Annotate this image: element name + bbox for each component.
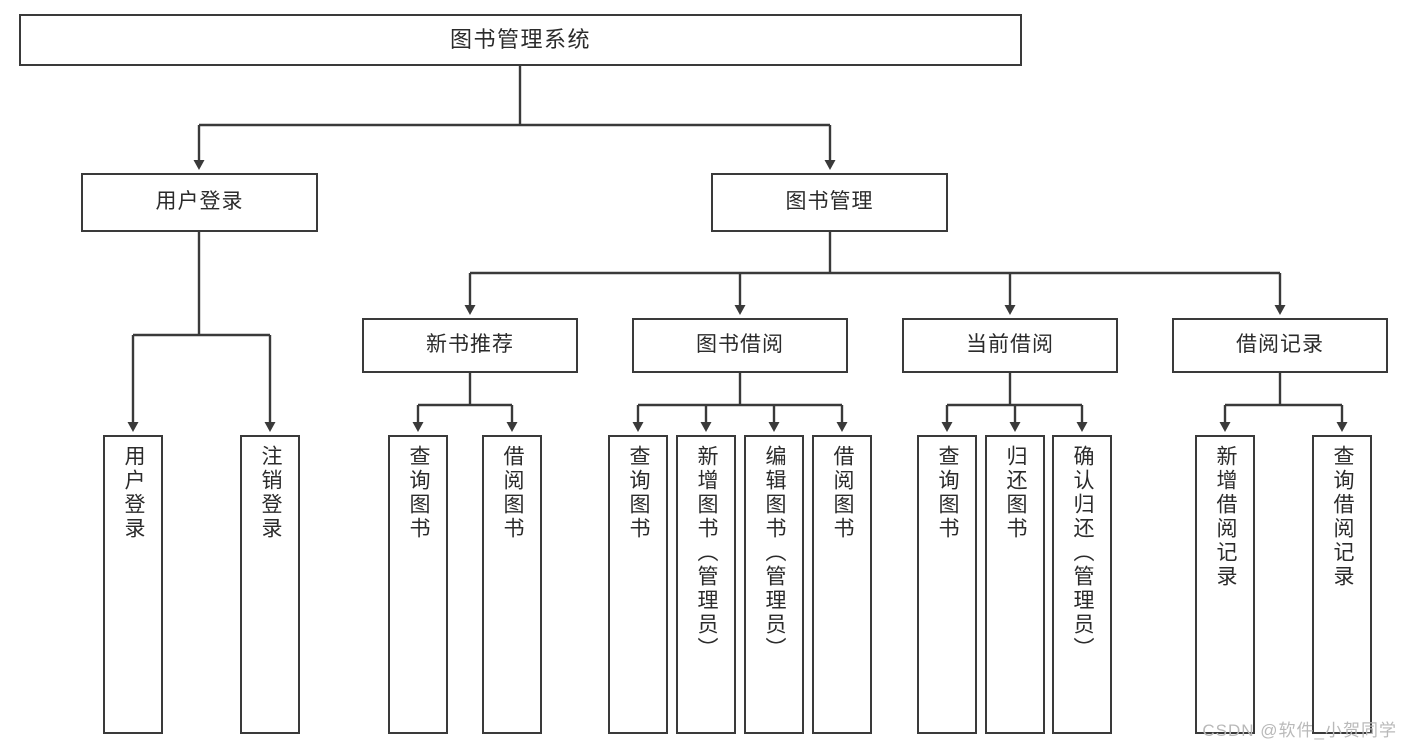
currentborrow-to-leaf-links (941, 373, 1088, 432)
leaf-label: 归还图书 (1004, 445, 1028, 541)
leaf-label: 新增图书（管理员） (695, 445, 719, 661)
leaf-label: 编辑图书（管理员） (763, 445, 787, 661)
bookmgmt-to-level3-links (464, 232, 1286, 315)
leaf-label: 查询图书 (936, 445, 960, 541)
borrowrecord-to-leaf-links (1219, 373, 1348, 432)
leaf-book-borrow-query[interactable]: 查询图书 (608, 435, 668, 734)
leaf-label: 查询图书 (627, 445, 651, 541)
leaf-user-login-login[interactable]: 用户登录 (103, 435, 163, 734)
newbook-to-leaf-links (412, 373, 518, 432)
root-to-level2-links (193, 66, 836, 170)
leaf-user-login-logout[interactable]: 注销登录 (240, 435, 300, 734)
node-book-management[interactable]: 图书管理 (711, 173, 948, 232)
leaf-label: 用户登录 (122, 445, 146, 541)
leaf-new-book-borrow[interactable]: 借阅图书 (482, 435, 542, 734)
leaf-borrow-record-add[interactable]: 新增借阅记录 (1195, 435, 1255, 734)
leaf-label: 借阅图书 (831, 445, 855, 541)
watermark-label: CSDN @软件_小贺同学 (1202, 721, 1397, 740)
leaf-borrow-record-query[interactable]: 查询借阅记录 (1312, 435, 1372, 734)
leaf-label: 新增借阅记录 (1214, 445, 1238, 589)
leaf-new-book-query[interactable]: 查询图书 (388, 435, 448, 734)
bookborrow-to-leaf-links (632, 373, 848, 432)
leaf-book-borrow-borrow[interactable]: 借阅图书 (812, 435, 872, 734)
node-user-login[interactable]: 用户登录 (81, 173, 318, 232)
node-root-system[interactable]: 图书管理系统 (19, 14, 1022, 66)
leaf-book-borrow-edit[interactable]: 编辑图书（管理员） (744, 435, 804, 734)
leaf-current-borrow-query[interactable]: 查询图书 (917, 435, 977, 734)
node-current-borrow[interactable]: 当前借阅 (902, 318, 1118, 373)
node-new-book-recommend[interactable]: 新书推荐 (362, 318, 578, 373)
leaf-current-borrow-return[interactable]: 归还图书 (985, 435, 1045, 734)
leaf-label: 确认归还（管理员） (1071, 445, 1095, 661)
leaf-label: 查询借阅记录 (1331, 445, 1355, 589)
leaf-label: 借阅图书 (501, 445, 525, 541)
leaf-book-borrow-add[interactable]: 新增图书（管理员） (676, 435, 736, 734)
node-book-borrow[interactable]: 图书借阅 (632, 318, 848, 373)
userlogin-to-leaf-links (127, 232, 276, 432)
leaf-label: 查询图书 (407, 445, 431, 541)
leaf-current-borrow-confirm-return[interactable]: 确认归还（管理员） (1052, 435, 1112, 734)
leaf-label: 注销登录 (259, 445, 283, 541)
node-borrow-record[interactable]: 借阅记录 (1172, 318, 1388, 373)
